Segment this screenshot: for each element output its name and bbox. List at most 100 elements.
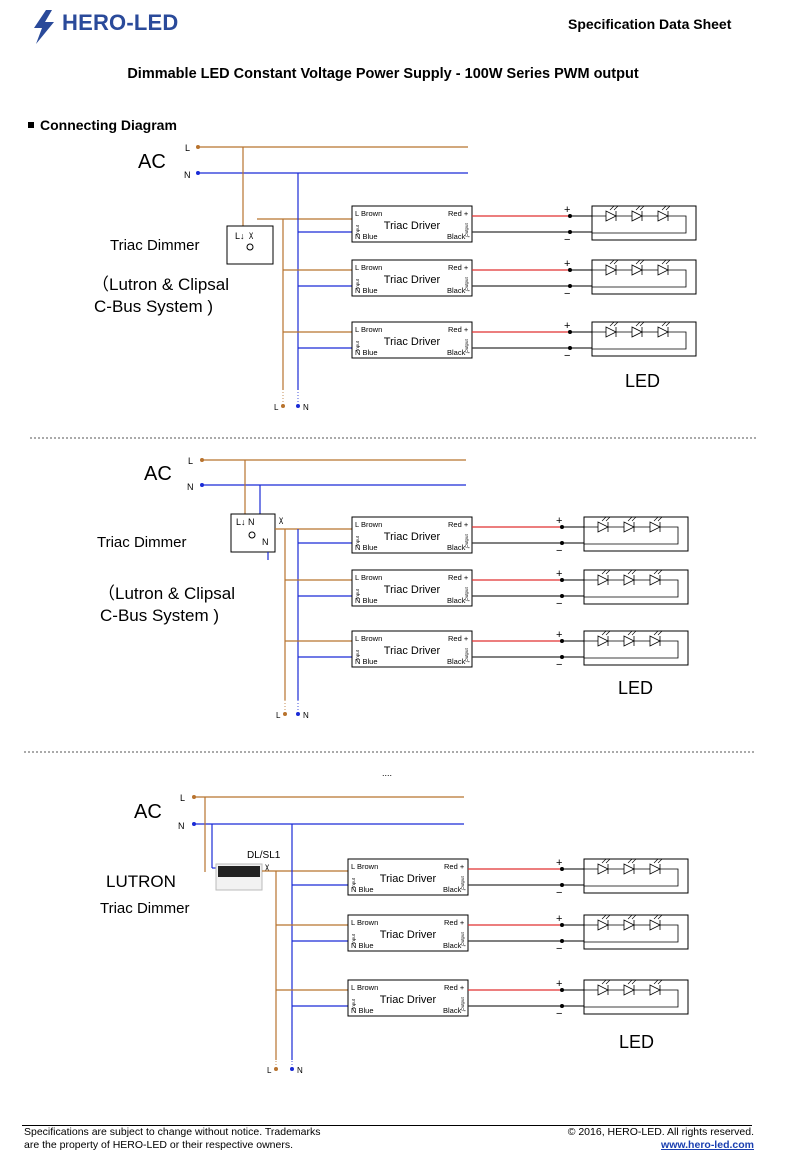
negative-terminal: [560, 541, 564, 545]
driver-output-black-label: Black -: [443, 941, 466, 950]
line-terminal: [283, 712, 287, 716]
led-diode-icon: [597, 521, 609, 533]
plus-sign: +: [564, 258, 570, 270]
led-light-ray: [627, 914, 633, 920]
triac-driver: [351, 630, 473, 668]
negative-terminal: [560, 594, 564, 598]
led-label: LED: [618, 678, 653, 698]
ac-neutral-dot: [196, 171, 200, 175]
driver-output-tag: Output: [460, 875, 465, 889]
triac-driver: [351, 205, 473, 243]
led-light-ray: [665, 321, 671, 327]
led-light-ray: [661, 321, 667, 327]
led-light-ray: [627, 516, 633, 522]
led-light-ray: [661, 259, 667, 265]
ac-neutral-dot: [192, 822, 196, 826]
led-light-ray: [605, 569, 611, 575]
driver-name: Triac Driver: [384, 584, 441, 596]
led-light-ray: [613, 321, 619, 327]
website-link[interactable]: www.hero-led.com: [661, 1139, 754, 1151]
led-diode-icon: [623, 919, 635, 931]
footer-disclaimer-line-1: Specifications are subject to change wit…: [24, 1126, 321, 1138]
led-diode-icon: [605, 210, 617, 222]
dimmer-name-label: Triac Dimmer: [97, 534, 186, 551]
dimmer-terminals: L↓ N: [236, 517, 255, 527]
minus-sign: −: [556, 1008, 562, 1020]
led-strip: [583, 516, 689, 552]
brand-logo: [34, 10, 54, 44]
driver-output-red-label: Red +: [444, 862, 465, 871]
diagram-ellipsis: ....: [382, 768, 392, 778]
minus-sign: −: [564, 234, 570, 246]
led-light-ray: [635, 321, 641, 327]
driver-output-tag: Output: [460, 931, 465, 945]
plus-sign: +: [556, 568, 562, 580]
led-diode-icon: [623, 863, 635, 875]
neutral-terminal-label: N: [303, 711, 309, 720]
dimmer-name-label: Triac Dimmer: [100, 900, 189, 917]
led-light-ray: [627, 858, 633, 864]
minus-sign: −: [556, 598, 562, 610]
neutral-terminal: [296, 404, 300, 408]
led-light-ray: [653, 516, 659, 522]
brand-name: HERO-LED: [62, 10, 179, 35]
driver-input-l-label: L Brown: [351, 918, 378, 927]
triac-driver: [347, 858, 469, 896]
footer-copyright: © 2016, HERO-LED. All rights reserved. w…: [568, 1126, 754, 1152]
driver-input-n-label: N Blue: [355, 596, 378, 605]
led-diode-icon: [623, 635, 635, 647]
driver-output-red-label: Red +: [444, 918, 465, 927]
led-strip: [583, 858, 689, 894]
driver-input-n-label: N Blue: [351, 885, 374, 894]
positive-terminal: [560, 988, 564, 992]
line-terminal: [281, 404, 285, 408]
dimmer-brand-label: LUTRON: [106, 872, 176, 891]
dimmer-name-label: Triac Dimmer: [110, 237, 199, 254]
driver-output-tag: Output: [464, 222, 469, 236]
driver-input-l-label: L Brown: [355, 325, 382, 334]
led-light-ray: [657, 914, 663, 920]
led-light-ray: [639, 205, 645, 211]
plus-sign: +: [556, 515, 562, 527]
led-strip: [591, 259, 697, 295]
driver-input-l-label: L Brown: [355, 263, 382, 272]
plus-sign: +: [556, 629, 562, 641]
neutral-terminal-label: N: [303, 403, 309, 412]
led-light-ray: [631, 914, 637, 920]
triac-driver: [351, 516, 473, 554]
led-light-ray: [657, 630, 663, 636]
negative-terminal: [568, 230, 572, 234]
led-light-ray: [601, 516, 607, 522]
led-light-ray: [657, 979, 663, 985]
ac-label: AC: [144, 463, 172, 485]
led-light-ray: [601, 569, 607, 575]
minus-sign: −: [564, 350, 570, 362]
dimmer-l-terminal: L↓: [235, 231, 245, 241]
led-diode-icon: [657, 326, 669, 338]
driver-output-black-label: Black -: [447, 596, 470, 605]
driver-output-red-label: Red +: [448, 209, 469, 218]
led-light-ray: [601, 914, 607, 920]
led-light-ray: [601, 630, 607, 636]
positive-terminal: [560, 639, 564, 643]
ac-neutral-label: N: [178, 821, 185, 831]
driver-input-n-label: N Blue: [355, 657, 378, 666]
led-diode-icon: [605, 264, 617, 276]
led-strip: [591, 205, 697, 241]
minus-sign: −: [564, 288, 570, 300]
led-strip: [583, 569, 689, 605]
ac-line-label: L: [180, 793, 185, 803]
ac-line-label: L: [185, 143, 190, 153]
negative-terminal: [560, 883, 564, 887]
driver-input-n-label: N Blue: [355, 286, 378, 295]
led-diode-icon: [597, 863, 609, 875]
ac-line-label: L: [188, 456, 193, 466]
driver-output-red-label: Red +: [448, 634, 469, 643]
positive-terminal: [568, 214, 572, 218]
section-title: Connecting Diagram: [28, 117, 177, 133]
led-light-ray: [601, 858, 607, 864]
driver-input-l-label: L Brown: [351, 862, 378, 871]
dimmer-out-symbol: ᵡ: [279, 514, 284, 528]
dimmer-note-line-2: C-Bus System ): [94, 297, 213, 316]
led-diode-icon: [597, 574, 609, 586]
